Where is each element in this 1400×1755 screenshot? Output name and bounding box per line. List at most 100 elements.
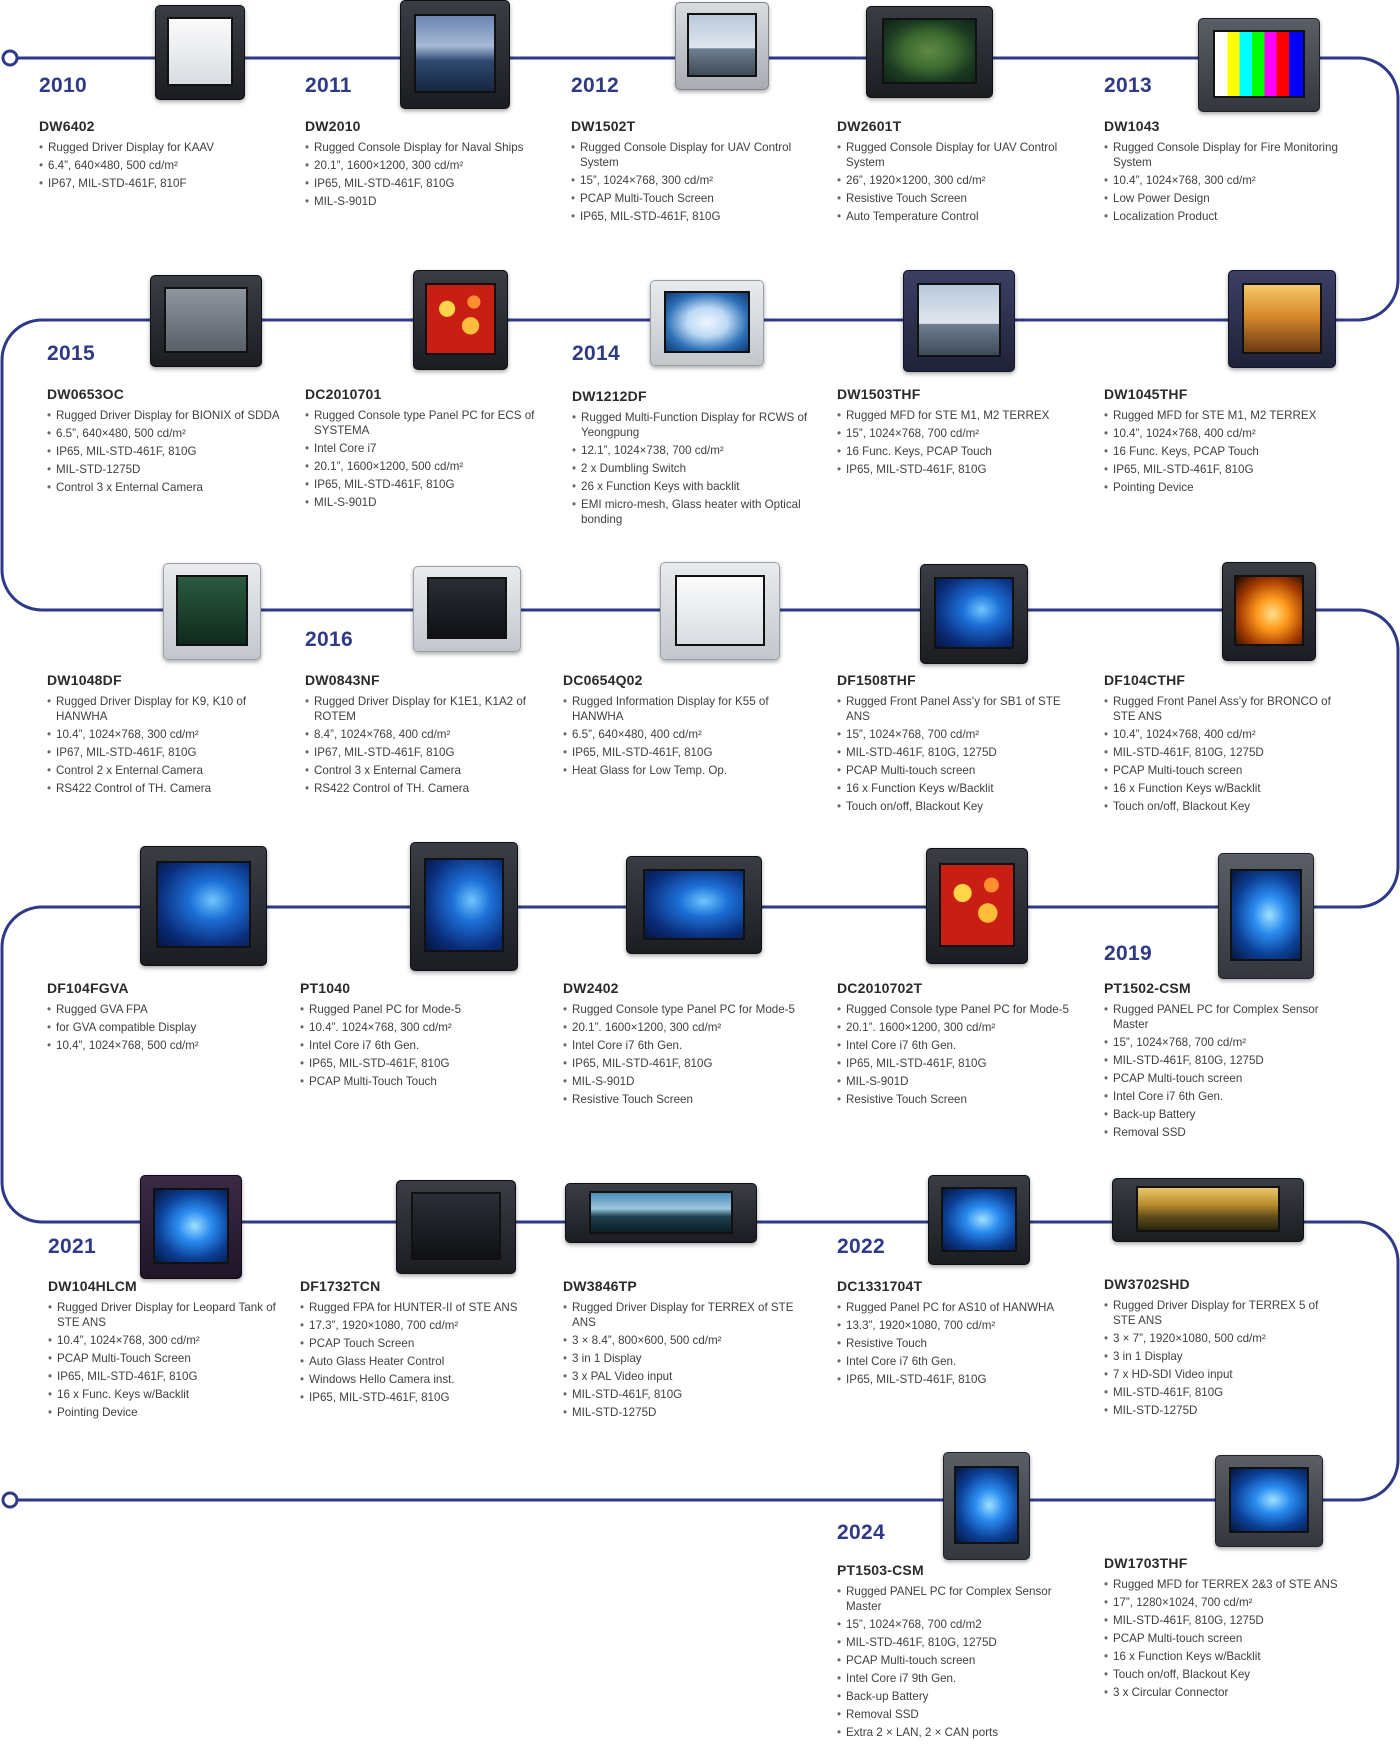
spec-item: MIL-STD-1275D	[563, 1405, 803, 1420]
spec-item: Rugged Console Display for Fire Monitori…	[1104, 140, 1344, 170]
spec-item: IP67, MIL-STD-461F, 810F	[39, 176, 279, 191]
product-image	[565, 1183, 757, 1243]
spec-item: Rugged PANEL PC for Complex Sensor Maste…	[1104, 1002, 1344, 1032]
spec-item: Control 2 x Enternal Camera	[47, 763, 287, 778]
spec-list: Rugged Front Panel Ass’y for SB1 of STE …	[837, 694, 1077, 814]
product-image	[140, 846, 267, 966]
spec-list: Rugged MFD for STE M1, M2 TERREX10.4”, 1…	[1104, 408, 1344, 495]
spec-item: 10.4”, 1024×768, 300 cd/m²	[47, 727, 287, 742]
spec-list: Rugged Driver Display for KAAV 6.4”, 640×…	[39, 140, 279, 191]
spec-item: Touch on/off, Blackout Key	[1104, 799, 1344, 814]
year-label: 2014	[572, 342, 620, 365]
spec-item: MIL-STD-461F, 810G	[563, 1387, 803, 1402]
product-image	[675, 2, 769, 90]
spec-item: 3 in 1 Display	[1104, 1349, 1344, 1364]
spec-item: IP67, MIL-STD-461F, 810G	[47, 745, 287, 760]
spec-item: Auto Temperature Control	[837, 209, 1077, 224]
product-model: DW2010	[305, 118, 361, 134]
spec-item: MIL-S-901D	[837, 1074, 1077, 1089]
spec-item: Rugged MFD for TERREX 2&3 of STE ANS	[1104, 1577, 1344, 1592]
product-item: DW2402Rugged Console type Panel PC for M…	[563, 980, 803, 1110]
spec-item: Resistive Touch Screen	[837, 1092, 1077, 1107]
product-item: DW1045THFRugged MFD for STE M1, M2 TERRE…	[1104, 386, 1344, 498]
spec-list: Rugged PANEL PC for Complex Sensor Maste…	[837, 1584, 1077, 1740]
spec-item: 6.5”, 640×480, 500 cd/m²	[47, 426, 287, 441]
spec-list: Rugged Console type Panel PC for Mode-52…	[563, 1002, 803, 1107]
spec-item: IP67, MIL-STD-461F, 810G	[305, 745, 545, 760]
spec-item: Pointing Device	[48, 1405, 288, 1420]
product-item: DW1703THFRugged MFD for TERREX 2&3 of ST…	[1104, 1555, 1344, 1703]
spec-item: PCAP Multi-touch screen	[837, 763, 1077, 778]
product-item: DW0653OCRugged Driver Display for BIONIX…	[47, 386, 287, 498]
product-model: DW3846TP	[563, 1278, 637, 1294]
product-image	[1218, 853, 1314, 979]
product-model: DC1331704T	[837, 1278, 923, 1294]
spec-item: PCAP Touch Screen	[300, 1336, 540, 1351]
spec-item: Low Power Design	[1104, 191, 1344, 206]
product-item: DW6402Rugged Driver Display for KAAV6.4”…	[39, 118, 279, 194]
product-image	[410, 842, 518, 971]
spec-item: Pointing Device	[1104, 480, 1344, 495]
spec-item: Control 3 x Enternal Camera	[47, 480, 287, 495]
spec-item: IP65, MIL-STD-461F, 810G	[571, 209, 811, 224]
product-image	[626, 856, 762, 954]
product-item: PT1503-CSMRugged PANEL PC for Complex Se…	[837, 1562, 1077, 1743]
spec-list: Rugged Console type Panel PC for ECS of …	[305, 408, 545, 510]
spec-item: Rugged FPA for HUNTER-II of STE ANS	[300, 1300, 540, 1315]
spec-item: Resistive Touch Screen	[837, 191, 1077, 206]
spec-item: IP65, MIL-STD-461F, 810G	[300, 1390, 540, 1405]
spec-item: PCAP Multi-touch screen	[1104, 1631, 1344, 1646]
spec-item: Rugged Driver Display for KAAV	[39, 140, 279, 155]
product-item: DW3702SHDRugged Driver Display for TERRE…	[1104, 1276, 1344, 1421]
product-image	[650, 280, 764, 366]
spec-item: 10.4”, 1024×768, 400 cd/m²	[1104, 727, 1344, 742]
spec-item: Rugged GVA FPA	[47, 1002, 287, 1017]
spec-item: 3 x Circular Connector	[1104, 1685, 1344, 1700]
spec-item: RS422 Control of TH. Camera	[47, 781, 287, 796]
spec-item: Intel Core i7 6th Gen.	[563, 1038, 803, 1053]
product-image	[1198, 18, 1320, 112]
spec-item: Rugged Console Display for UAV Control S…	[571, 140, 811, 170]
spec-list: Rugged PANEL PC for Complex Sensor Maste…	[1104, 1002, 1344, 1140]
spec-item: Rugged MFD for STE M1, M2 TERREX	[1104, 408, 1344, 423]
spec-item: PCAP Multi-Touch Screen	[48, 1351, 288, 1366]
spec-item: IP65, MIL-STD-461F, 810G	[305, 477, 545, 492]
spec-item: Removal SSD	[837, 1707, 1077, 1722]
spec-item: 16 x Func. Keys w/Backlit	[48, 1387, 288, 1402]
spec-item: MIL-STD-461F, 810G, 1275D	[1104, 1613, 1344, 1628]
spec-item: Rugged Multi-Function Display for RCWS o…	[572, 410, 812, 440]
spec-item: Rugged Console Display for UAV Control S…	[837, 140, 1077, 170]
spec-list: Rugged Console Display for Naval Ships20…	[305, 140, 545, 209]
spec-item: Rugged Driver Display for Leopard Tank o…	[48, 1300, 288, 1330]
spec-item: 17.3”, 1920×1080, 700 cd/m²	[300, 1318, 540, 1333]
product-model: DC2010702T	[837, 980, 923, 996]
product-item: DF1508THFRugged Front Panel Ass’y for SB…	[837, 672, 1077, 817]
spec-item: for GVA compatible Display	[47, 1020, 287, 1035]
year-label: 2021	[48, 1235, 96, 1258]
product-image	[413, 270, 508, 370]
spec-item: MIL-STD-461F, 810G, 1275D	[1104, 745, 1344, 760]
spec-item: MIL-STD-461F, 810G	[1104, 1385, 1344, 1400]
product-item: DC1331704T Rugged Panel PC for AS10 of HA…	[837, 1278, 1077, 1390]
product-image	[928, 1175, 1030, 1265]
spec-item: 15”, 1024×768, 700 cd/m²	[837, 426, 1077, 441]
spec-list: Rugged MFD for TERREX 2&3 of STE ANS17”,…	[1104, 1577, 1344, 1700]
spec-item: Rugged Panel PC for AS10 of HANWHA	[837, 1300, 1077, 1315]
spec-item: Rugged Driver Display for BIONIX of SDDA	[47, 408, 287, 423]
spec-item: 10.4”, 1024×768, 500 cd/m²	[47, 1038, 287, 1053]
spec-item: IP65, MIL-STD-461F, 810G	[47, 444, 287, 459]
product-item: DF104CTHFRugged Front Panel Ass’y for BR…	[1104, 672, 1344, 817]
spec-item: 2 x Dumbling Switch	[572, 461, 812, 476]
product-image	[943, 1452, 1030, 1560]
product-model: DF104CTHF	[1104, 672, 1186, 688]
spec-item: Back-up Battery	[1104, 1107, 1344, 1122]
product-item: DF1732TCNRugged FPA for HUNTER-II of STE…	[300, 1278, 540, 1408]
product-model: DW104HLCM	[48, 1278, 137, 1294]
timeline-start-dot	[1, 49, 19, 67]
spec-item: 6.4”, 640×480, 500 cd/m²	[39, 158, 279, 173]
spec-item: Rugged Console Display for Naval Ships	[305, 140, 545, 155]
spec-list: Rugged FPA for HUNTER-II of STE ANS 17.3”…	[300, 1300, 540, 1405]
spec-item: Rugged Console type Panel PC for ECS of …	[305, 408, 545, 438]
